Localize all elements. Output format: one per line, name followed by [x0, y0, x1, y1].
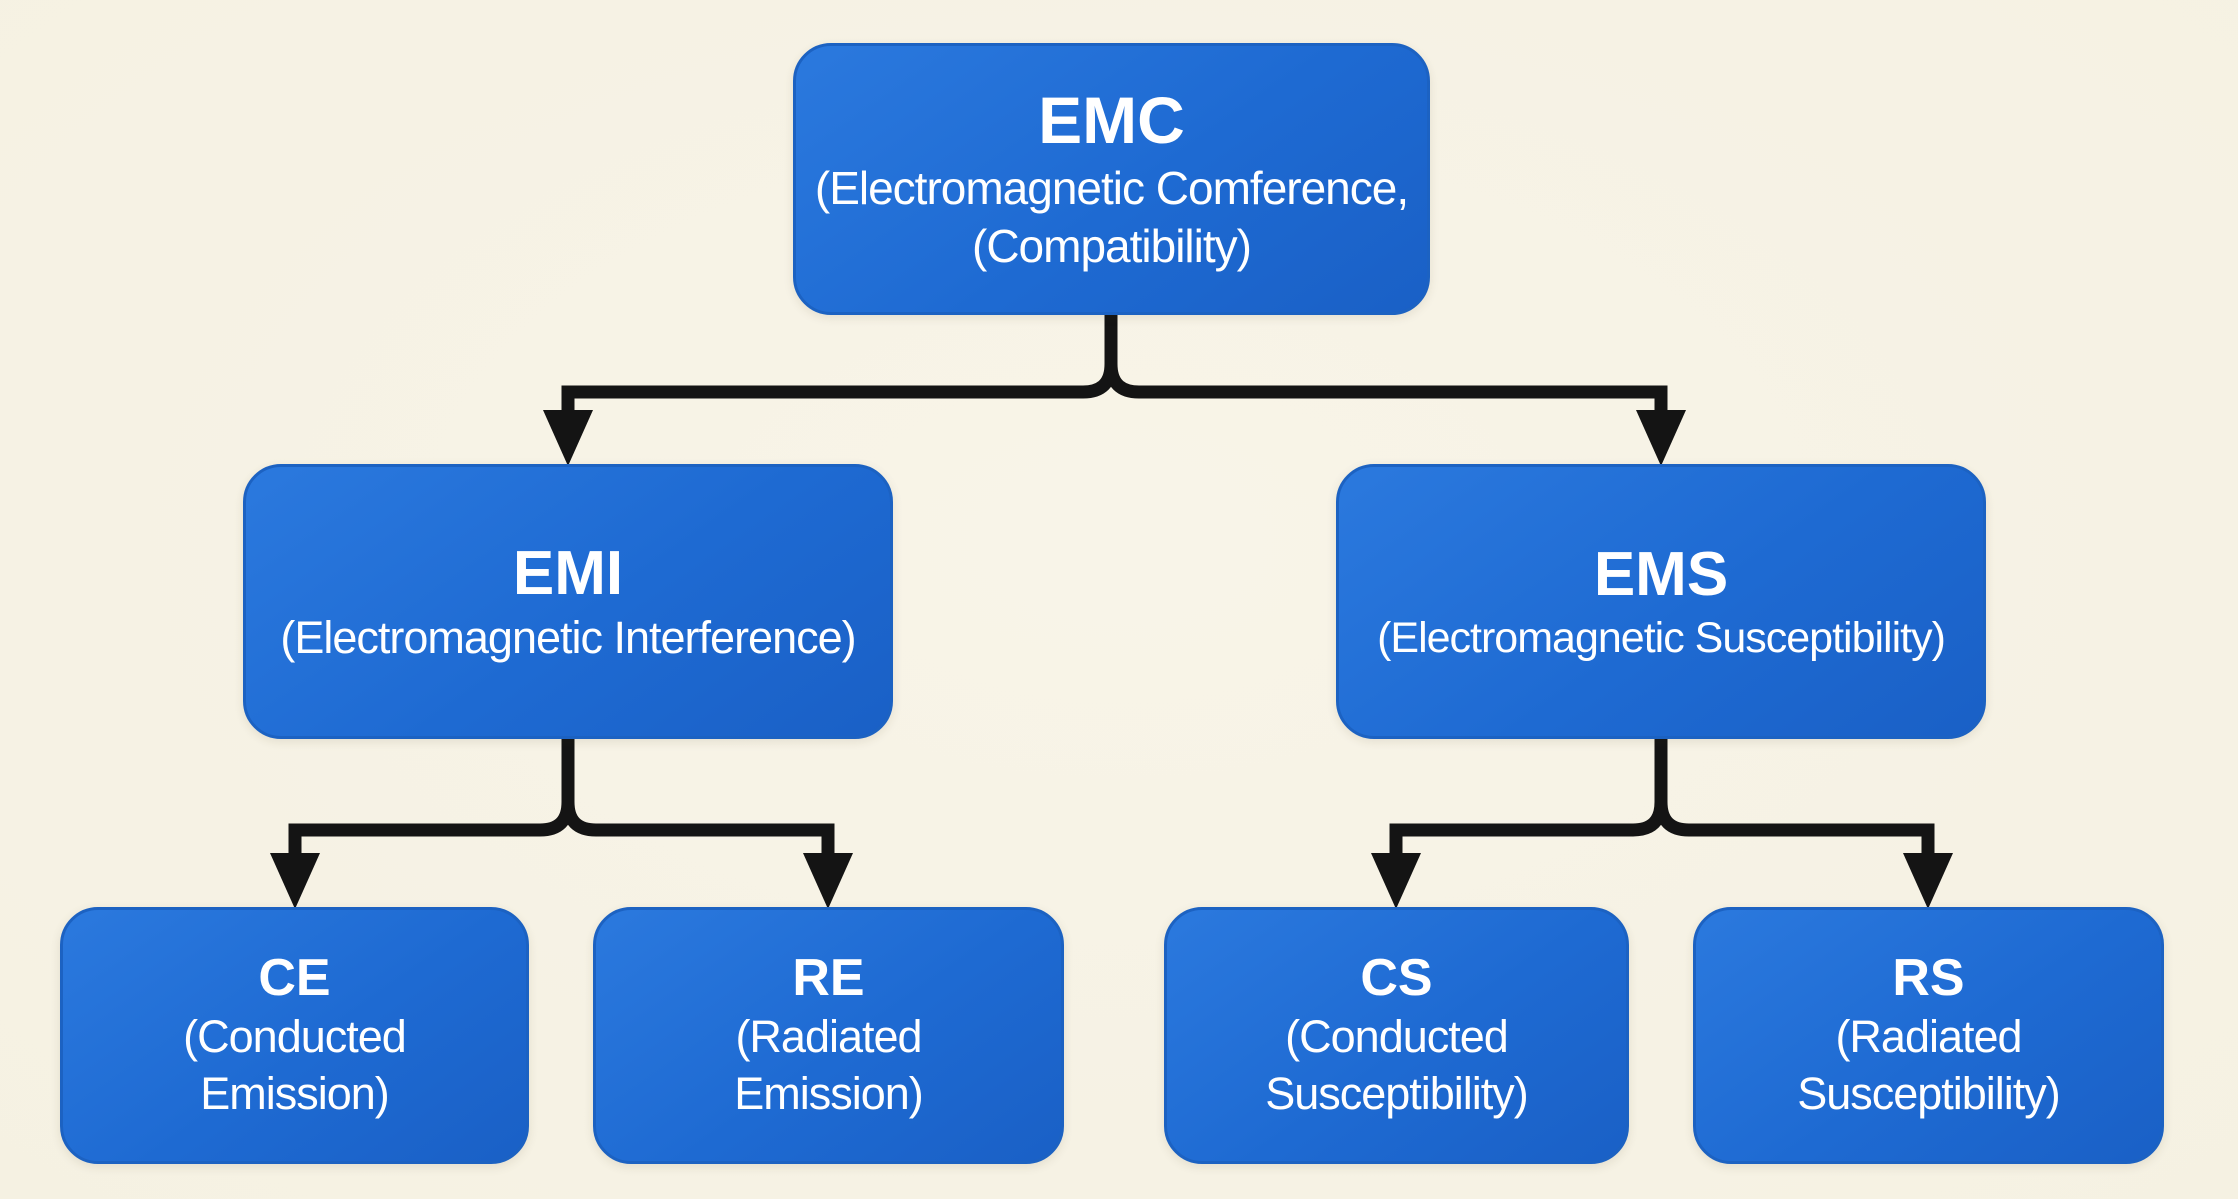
node-emc-abbr: EMC [1038, 83, 1185, 158]
node-cs: CS (Conducted Susceptibility) [1164, 907, 1629, 1164]
node-rs-subline-2: Susceptibility) [1797, 1068, 2061, 1120]
arrow-down-icon-rs [1903, 853, 1953, 909]
node-emc: EMC (Electromagnetic Comference, (Compat… [793, 43, 1430, 315]
arrow-down-icon-ce [270, 853, 320, 909]
node-ce-subline-2: Emission) [200, 1068, 390, 1120]
node-emi-subline-1: (Electromagnetic Interference) [280, 611, 856, 663]
node-re: RE (Radiated Emission) [593, 907, 1064, 1164]
node-ce-subline-1: (Conducted [183, 1011, 407, 1063]
node-emc-subline-1: (Electromagnetic Comference, [814, 161, 1409, 214]
node-ems-subline-1: (Electromagnetic Susceptibility) [1377, 613, 1946, 662]
node-rs-abbr: RS [1892, 949, 1965, 1008]
connector-ems-rs [1654, 737, 1935, 857]
node-cs-subline-2: Susceptibility) [1265, 1068, 1529, 1120]
connector-ems-cs [1389, 737, 1668, 857]
node-ems-abbr: EMS [1593, 539, 1729, 609]
connector-emi-re [561, 737, 835, 857]
node-ce-abbr: CE [258, 949, 331, 1008]
connector-emc-ems [1104, 313, 1668, 414]
node-rs-subline-1: (Radiated [1835, 1011, 2022, 1063]
arrow-down-icon-emi [543, 410, 593, 466]
arrow-down-icon-ems [1636, 410, 1686, 466]
arrow-down-icon-re [803, 853, 853, 909]
connector-emi-ce [288, 737, 575, 857]
node-cs-subline-1: (Conducted [1285, 1011, 1509, 1063]
node-cs-abbr: CS [1360, 949, 1433, 1008]
node-emc-subline-2: (Compatibility) [972, 219, 1252, 272]
node-emi: EMI (Electromagnetic Interference) [243, 464, 893, 739]
arrow-down-icon-cs [1371, 853, 1421, 909]
node-ems: EMS (Electromagnetic Susceptibility) [1336, 464, 1986, 739]
node-emi-abbr: EMI [512, 538, 624, 608]
node-rs: RS (Radiated Susceptibility) [1693, 907, 2164, 1164]
node-re-subline-1: (Radiated [735, 1011, 922, 1063]
node-re-abbr: RE [792, 949, 865, 1008]
node-ce: CE (Conducted Emission) [60, 907, 529, 1164]
node-re-subline-2: Emission) [734, 1068, 924, 1120]
connector-emc-emi [561, 313, 1118, 414]
